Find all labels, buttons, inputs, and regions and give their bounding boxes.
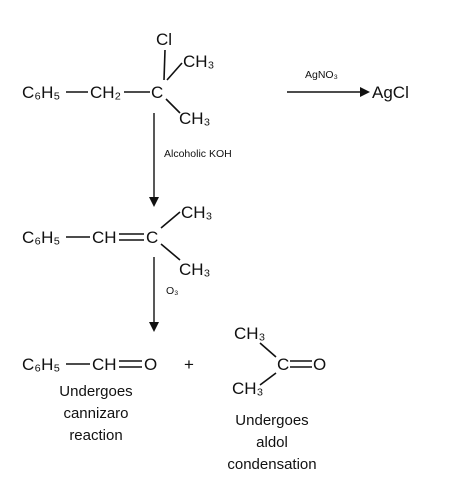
bond-alkene-methyl-top (160, 211, 181, 229)
ozonolysis-step: O₃ (149, 257, 178, 332)
ketone-methyl-bottom: CH₃ (232, 379, 263, 398)
reactant-methyl-bottom: CH₃ (179, 109, 210, 128)
ketone-methyl-top: CH₃ (234, 324, 265, 343)
reactant-structure: C₆H₅ CH₂ C Cl CH₃ CH₃ (22, 30, 214, 128)
reagent-ozone: O₃ (166, 285, 178, 297)
bond-ketone-methyl-bottom (259, 372, 277, 386)
bond-alkene-methyl-bottom (160, 243, 181, 261)
reagent-alcoholic-koh: Alcoholic KOH (164, 148, 232, 160)
alkene-methyl-bottom: CH₃ (179, 260, 210, 279)
plus-sign: + (184, 355, 194, 374)
aldehyde-caption: Undergoes cannizaro reaction (59, 383, 132, 444)
ketone-caption-line-1: Undergoes (235, 412, 308, 429)
ketone-caption-line-2: aldol (256, 434, 288, 451)
alkene-carbon: C (146, 228, 158, 247)
alkene-phenyl: C₆H₅ (22, 228, 60, 247)
elimination-step: Alcoholic KOH (149, 113, 232, 207)
reactant-chlorine: Cl (156, 30, 172, 49)
ketone-oxygen: O (313, 355, 326, 374)
silver-nitrate-test: AgNO₃ AgCl (287, 69, 409, 102)
aldehyde-oxygen: O (144, 355, 157, 374)
product-agcl: AgCl (372, 83, 409, 102)
bond-c-methyl-top (166, 62, 183, 81)
alkene-structure: C₆H₅ CH C CH₃ CH₃ (22, 203, 212, 279)
reagent-agno3: AgNO₃ (305, 69, 338, 81)
bond-c-methyl-bottom (165, 98, 181, 114)
reactant-methyl-top: CH₃ (183, 52, 214, 71)
aldehyde-caption-line-2: cannizaro (63, 405, 128, 422)
reactant-quaternary-carbon: C (151, 83, 163, 102)
alkene-methyl-top: CH₃ (181, 203, 212, 222)
alkene-ch: CH (92, 228, 117, 247)
bond-ketone-methyl-top (259, 342, 277, 358)
ketone-structure: CH₃ C O CH₃ (232, 324, 326, 398)
reactant-ch2: CH₂ (90, 83, 121, 102)
ketone-carbon: C (277, 355, 289, 374)
bond-c-cl (163, 49, 166, 81)
ketone-caption-line-3: condensation (227, 456, 316, 473)
aldehyde-caption-line-1: Undergoes (59, 383, 132, 400)
aldehyde-ch: CH (92, 355, 117, 374)
aldehyde-structure: C₆H₅ CH O (22, 355, 157, 374)
aldehyde-caption-line-3: reaction (69, 427, 122, 444)
aldehyde-phenyl: C₆H₅ (22, 355, 60, 374)
ketone-caption: Undergoes aldol condensation (227, 412, 316, 473)
reactant-phenyl: C₆H₅ (22, 83, 60, 102)
